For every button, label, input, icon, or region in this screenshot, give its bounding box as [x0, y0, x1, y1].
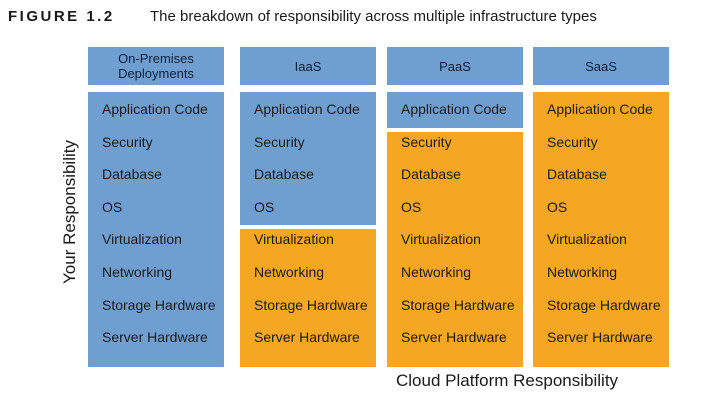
column-header: SaaS	[533, 47, 669, 85]
layer-label: Storage Hardware	[102, 296, 216, 313]
layer-label: Database	[547, 166, 607, 183]
provider-responsibility-block	[387, 132, 523, 367]
x-axis-label: Cloud Platform Responsibility	[396, 371, 619, 390]
layer-label: Security	[102, 133, 153, 150]
layer-label: Storage Hardware	[254, 296, 368, 313]
layer-label: Networking	[254, 264, 325, 280]
layer-label: Networking	[401, 264, 472, 280]
customer-responsibility-block	[240, 92, 376, 225]
column-header: PaaS	[387, 47, 523, 85]
figure-caption: The breakdown of responsibility across m…	[150, 8, 597, 25]
layer-label: Application Code	[401, 101, 507, 117]
layer-label: OS	[547, 198, 568, 215]
customer-responsibility-block	[88, 92, 224, 367]
layer-label: Virtualization	[254, 231, 334, 248]
layer-label: Security	[547, 133, 598, 150]
layer-label: Application Code	[102, 101, 208, 117]
layer-label: Server Hardware	[254, 329, 360, 346]
layer-label: Storage Hardware	[401, 296, 515, 313]
layer-label: Database	[401, 166, 461, 183]
layer-label: OS	[102, 198, 123, 215]
layer-label: Server Hardware	[401, 329, 507, 346]
layer-label: Security	[401, 133, 452, 150]
layer-label: Database	[254, 166, 314, 183]
provider-responsibility-block	[533, 92, 669, 367]
layer-label: Virtualization	[547, 231, 627, 248]
y-axis-label: Your Responsibility	[60, 140, 79, 284]
figure-label: FIGURE 1.2	[8, 8, 115, 25]
layer-label: Virtualization	[401, 231, 481, 248]
column-header: IaaS	[240, 47, 376, 85]
provider-responsibility-block	[240, 229, 376, 367]
layer-label: OS	[401, 198, 422, 215]
layer-label: Application Code	[254, 101, 360, 117]
layer-label: Database	[102, 166, 162, 183]
column-header: On-Premises Deployments	[88, 47, 224, 85]
layer-label: Server Hardware	[102, 329, 208, 346]
layer-label: OS	[254, 198, 275, 215]
layer-label: Virtualization	[102, 231, 182, 248]
layer-label: Application Code	[547, 101, 653, 117]
customer-responsibility-block	[387, 92, 523, 128]
layer-label: Networking	[547, 264, 618, 280]
layer-label: Storage Hardware	[547, 296, 661, 313]
layer-label: Networking	[102, 264, 173, 280]
layer-label: Security	[254, 133, 305, 150]
layer-label: Server Hardware	[547, 329, 653, 346]
